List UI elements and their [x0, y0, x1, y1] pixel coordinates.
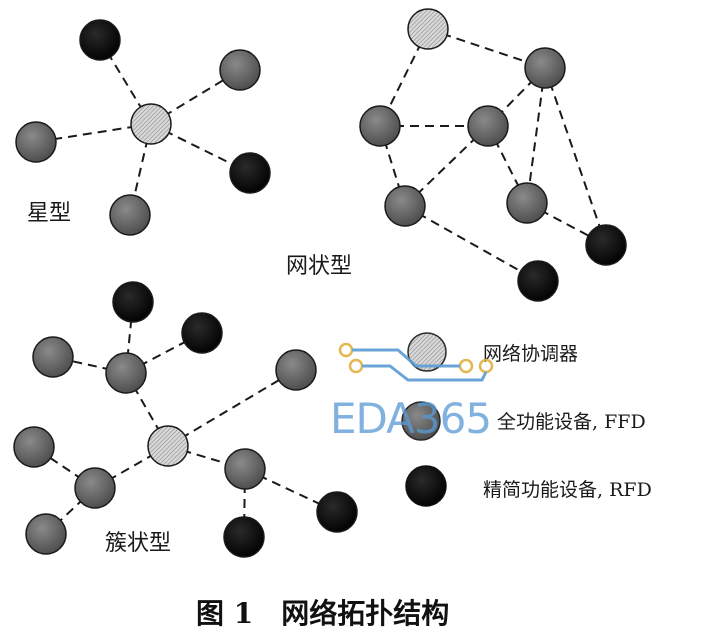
legend-coordinator-icon — [407, 332, 447, 372]
star-node-ffd — [219, 49, 261, 91]
watermark-logo: EDA365 — [330, 342, 494, 443]
cluster-link — [45, 487, 96, 535]
cluster-node-ffd — [275, 349, 317, 391]
mesh-node-ffd — [524, 47, 566, 89]
watermark-dot-icon — [338, 342, 354, 358]
star-node-rfd — [229, 152, 271, 194]
mesh-node-rfd — [517, 260, 559, 302]
star-node-ffd — [109, 194, 151, 236]
mesh-label: 网状型 — [286, 254, 352, 279]
cluster-label: 簇状型 — [105, 531, 171, 556]
mesh-node-ffd — [359, 105, 401, 147]
figure-caption: 图 1 网络拓扑结构 — [196, 597, 449, 630]
cluster-node-ffd — [25, 513, 67, 555]
mesh-node-ffd — [467, 105, 509, 147]
cluster-node-coordinator — [147, 425, 189, 467]
mesh-node-coordinator — [407, 8, 449, 50]
legend: 网络协调器 全功能设备, FFD 精简功能设备, RFD — [401, 332, 652, 507]
cluster-node-ffd — [105, 352, 147, 394]
legend-ffd-icon — [401, 401, 441, 441]
cluster-node-ffd — [32, 336, 74, 378]
star-node-coordinator — [130, 103, 172, 145]
mesh-node-ffd — [506, 182, 548, 224]
watermark-dot-icon — [458, 358, 474, 374]
cluster-node-ffd — [13, 426, 55, 468]
cluster-link — [243, 468, 246, 538]
legend-rfd-label: 精简功能设备, RFD — [483, 479, 652, 501]
mesh-link — [526, 67, 546, 204]
legend-rfd-icon — [405, 465, 447, 507]
cluster-node-rfd — [112, 281, 154, 323]
nodes-layer — [13, 8, 627, 558]
cluster-node-rfd — [181, 312, 223, 354]
watermark-trace-icon — [362, 364, 488, 382]
star-node-ffd — [15, 121, 57, 163]
watermark-text: EDA365 — [330, 394, 491, 443]
star-node-rfd — [79, 19, 121, 61]
mesh-link — [544, 67, 607, 246]
star-label: 星型 — [27, 201, 71, 226]
cluster-node-rfd — [223, 516, 265, 558]
legend-ffd-label: 全功能设备, FFD — [497, 411, 646, 433]
mesh-node-ffd — [384, 185, 426, 227]
mesh-node-rfd — [585, 224, 627, 266]
legend-coordinator-label: 网络协调器 — [483, 343, 578, 365]
cluster-node-ffd — [224, 448, 266, 490]
watermark-trace-icon — [352, 348, 460, 368]
cluster-link — [167, 369, 297, 447]
mesh-link — [404, 205, 539, 282]
cluster-link — [125, 301, 134, 374]
cluster-node-rfd — [316, 491, 358, 533]
watermark-dot-icon — [348, 358, 364, 374]
cluster-node-ffd — [74, 467, 116, 509]
